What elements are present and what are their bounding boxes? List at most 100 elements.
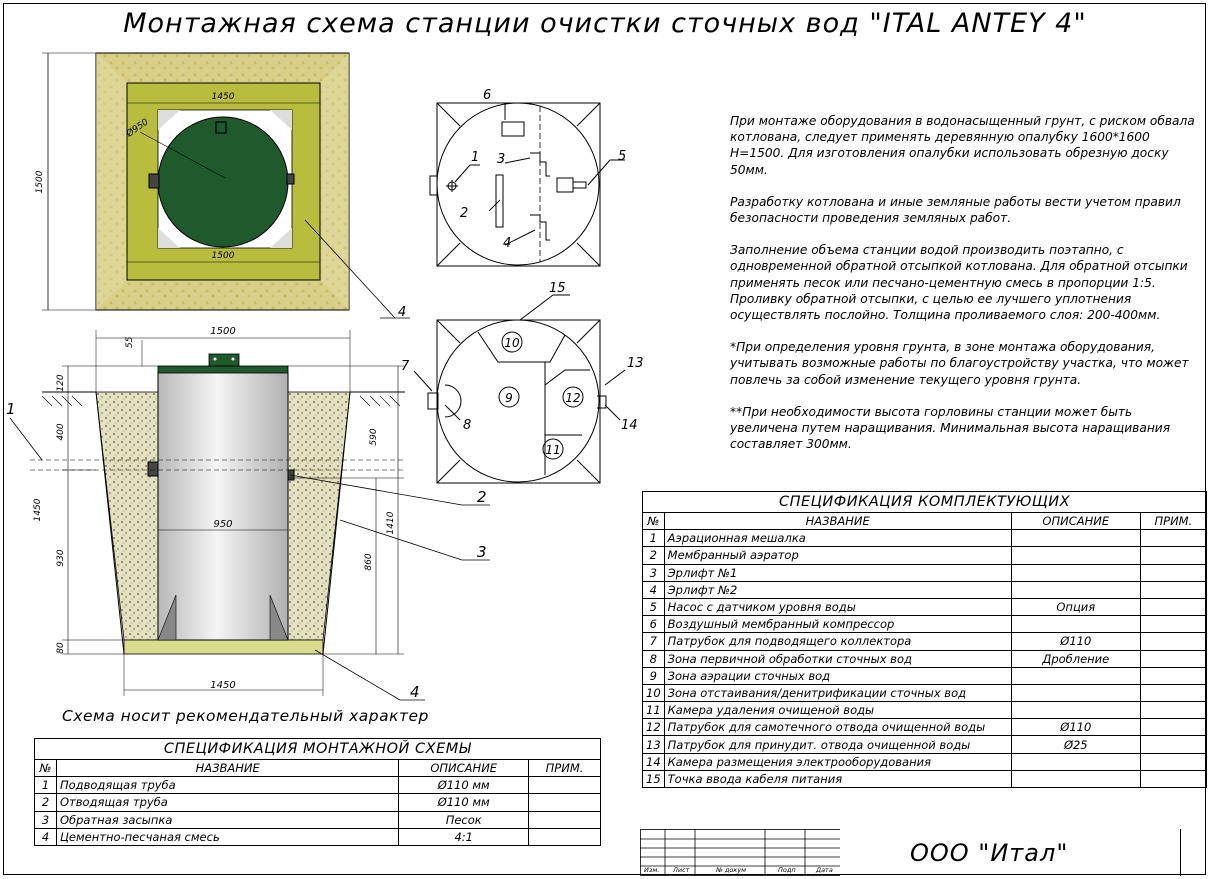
section-dim-55: 55	[125, 336, 135, 348]
col-name: НАЗВАНИЕ	[55, 758, 400, 778]
col-name: НАЗВАНИЕ	[663, 511, 1012, 531]
mounting-spec-caption: СПЕЦИФИКАЦИЯ МОНТАЖНОЙ СХЕМЫ	[34, 738, 601, 760]
row-note	[528, 793, 601, 812]
row-name: Точка ввода кабеля питания	[663, 769, 1012, 789]
row-note	[1139, 529, 1208, 548]
row-name: Камера удаления очищеной воды	[663, 701, 1012, 720]
col-note: ПРИМ.	[1139, 511, 1208, 531]
components-spec-table: СПЕЦИФИКАЦИЯ КОМПЛЕКТУЮЩИХ № НАЗВАНИЕ ОП…	[642, 491, 1208, 789]
row-description	[1010, 563, 1141, 582]
row-description	[1010, 666, 1141, 685]
row-description: Ø110	[1010, 632, 1141, 651]
row-note	[1139, 718, 1208, 737]
section-dim-top: 1500	[210, 326, 235, 337]
row-number: 9	[642, 666, 665, 685]
row-description: Дробление	[1010, 649, 1141, 668]
row-note	[1139, 597, 1208, 617]
note-2: Разработку котлована и иные земляные раб…	[730, 194, 1181, 226]
note-4: *При определения уровня грунта, в зоне м…	[730, 340, 1189, 387]
row-number: 10	[642, 683, 665, 703]
plan-callout-4: 4	[398, 305, 406, 320]
row-description	[1010, 529, 1141, 548]
row-note	[528, 810, 601, 829]
row-name: Обратная засыпка	[55, 810, 400, 829]
top-schematic	[429, 102, 625, 267]
col-number: №	[642, 511, 665, 531]
row-name: Мембранный аэратор	[663, 546, 1012, 565]
row-description	[1010, 580, 1141, 599]
stamp-label-sheet: Лист	[673, 866, 690, 874]
note-3: Заполнение объема станции водой производ…	[730, 243, 1188, 323]
row-number: 8	[642, 649, 665, 668]
row-note	[1139, 649, 1208, 668]
section-dim-80: 80	[56, 642, 66, 654]
row-description: 4:1	[398, 827, 530, 846]
company-name: ООО "Итал"	[910, 839, 1069, 867]
row-number: 7	[642, 632, 665, 651]
drawing-frame	[3, 3, 1206, 875]
row-number: 1	[642, 529, 665, 548]
row-name: Аэрационная мешалка	[663, 529, 1012, 548]
bottom-label-10: 10	[504, 336, 520, 350]
plan-dim-left: 1500	[35, 170, 45, 193]
row-note	[528, 776, 601, 795]
top-label-3: 3	[497, 152, 505, 167]
row-note	[1139, 615, 1208, 634]
row-note	[1139, 546, 1208, 565]
section-dim-bottom: 1450	[210, 680, 235, 691]
page-title: Монтажная схема станции очистки сточных …	[123, 8, 1087, 39]
note-1: При монтаже оборудования в водонасыщенны…	[730, 114, 1195, 177]
section-dim-860: 860	[364, 553, 374, 570]
stamp-label-change: Изм.	[644, 866, 660, 874]
stamp-label-doc: № докум	[716, 866, 746, 874]
row-description	[1010, 546, 1141, 565]
row-number: 12	[642, 718, 665, 737]
top-label-4: 4	[503, 236, 511, 251]
row-name: Эрлифт №1	[663, 563, 1012, 582]
section-dim-1450: 1450	[33, 498, 43, 521]
row-name: Патрубок для подводящего коллектора	[663, 632, 1012, 651]
row-number: 3	[642, 563, 665, 582]
row-description	[1010, 615, 1141, 634]
row-note	[1139, 563, 1208, 582]
cross-section	[9, 330, 490, 701]
row-number: 2	[34, 793, 57, 812]
row-number: 5	[642, 597, 665, 617]
mounting-spec-table: СПЕЦИФИКАЦИЯ МОНТАЖНОЙ СХЕМЫ № НАЗВАНИЕ …	[34, 738, 601, 846]
row-number: 6	[642, 615, 665, 634]
top-label-1: 1	[471, 150, 479, 165]
top-label-6: 6	[483, 88, 491, 103]
row-note	[1139, 701, 1208, 720]
plan-dim-bottom: 1500	[212, 251, 235, 261]
top-label-2: 2	[460, 206, 468, 221]
installation-notes: При монтаже оборудования в водонасыщенны…	[730, 113, 1200, 468]
row-description	[1010, 752, 1141, 771]
bottom-label-13: 13	[627, 356, 644, 371]
section-dim-590: 590	[369, 428, 379, 445]
title-block-grid	[640, 829, 840, 876]
row-name: Отводящая труба	[55, 793, 400, 812]
section-dim-930: 930	[56, 549, 66, 566]
row-description: Опция	[1010, 597, 1141, 617]
section-callout-3: 3	[477, 543, 487, 561]
plan-dim-top: 1450	[212, 92, 235, 102]
components-spec-caption: СПЕЦИФИКАЦИЯ КОМПЛЕКТУЮЩИХ	[642, 491, 1207, 513]
row-number: 14	[642, 752, 665, 771]
bottom-label-9: 9	[505, 391, 513, 405]
row-description: Ø25	[1010, 735, 1141, 754]
row-description: Песок	[398, 810, 530, 829]
row-note	[528, 827, 601, 846]
row-name: Подводящая труба	[55, 776, 400, 795]
